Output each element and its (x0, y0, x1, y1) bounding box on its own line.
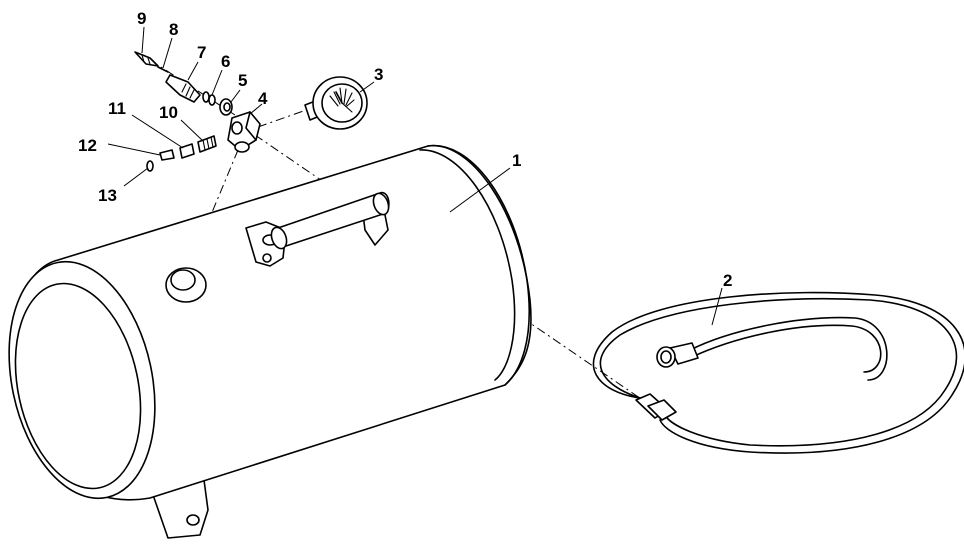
tank-foot-hole (186, 514, 200, 526)
callout-6: 6 (221, 52, 230, 71)
callout-2: 2 (723, 271, 732, 290)
callout-7: 7 (197, 43, 206, 62)
tank-end-cap-right (427, 144, 531, 386)
pin-8 (157, 66, 169, 73)
callout-8: 8 (169, 20, 178, 39)
assembly-line-gauge (257, 107, 313, 128)
callout-3: 3 (374, 65, 383, 84)
washer-5 (219, 98, 233, 116)
hose-chuck (656, 342, 699, 368)
manifold-block (227, 111, 261, 153)
callout-13: 13 (98, 186, 117, 205)
air-hose (592, 291, 964, 454)
callout-5: 5 (238, 71, 247, 90)
callout-1: 1 (512, 151, 521, 170)
nipple-10 (197, 135, 217, 153)
leader-lines (107, 26, 723, 326)
callout-9: 9 (137, 9, 146, 28)
nut-11 (179, 143, 195, 159)
o-ring-6 (202, 91, 216, 106)
callout-4: 4 (258, 89, 268, 108)
tank-end-cap-left-face (14, 282, 142, 490)
callout-10: 10 (159, 103, 178, 122)
tank-port-hole (170, 269, 196, 291)
callout-11: 11 (108, 99, 126, 118)
callout-labels: 1 2 3 4 5 6 7 8 9 10 11 12 13 (78, 9, 732, 290)
hose-end-fitting (635, 393, 677, 421)
air-tank (8, 144, 532, 539)
ring-13 (146, 160, 154, 172)
tank-end-cap-right-rim (419, 149, 516, 381)
valve-body-7 (165, 74, 201, 103)
tank-handle (245, 191, 390, 267)
pressure-gauge (304, 76, 368, 130)
valve-stem-9 (134, 51, 159, 67)
callout-12: 12 (78, 136, 97, 155)
tank-end-cap-left (8, 260, 156, 500)
screw-12 (159, 149, 175, 161)
